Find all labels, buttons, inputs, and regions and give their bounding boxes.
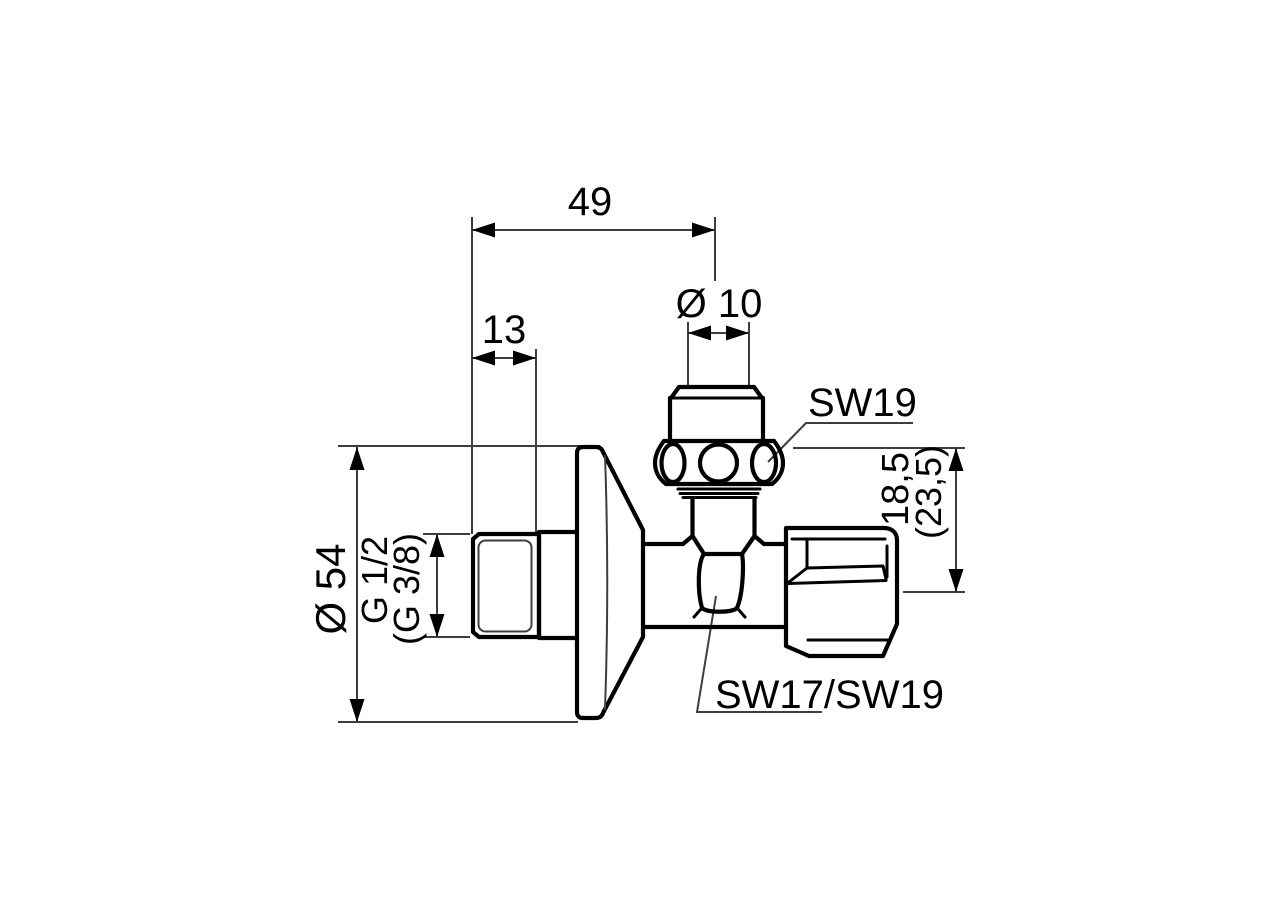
top-cap (667, 384, 766, 444)
valve-outline (470, 384, 900, 721)
outlet-connector (692, 551, 747, 619)
compression-nut (783, 525, 900, 659)
dim-49-label: 49 (568, 180, 613, 224)
thread-g12-label: G 1/2 (354, 536, 395, 624)
dim-13-label: 13 (482, 308, 527, 352)
washer-stack (676, 487, 762, 499)
thread-g38-label: (G 3/8) (386, 533, 427, 645)
dim-235-label: (23,5) (908, 445, 949, 539)
valve-body (641, 541, 789, 630)
knurled-ring (652, 438, 786, 487)
finger-hole-center (697, 442, 740, 484)
thread-core-line (477, 539, 533, 633)
sw17-sw19-label: SW17/SW19 (715, 673, 944, 717)
threaded-pipe (470, 531, 542, 640)
collar (536, 529, 580, 641)
flange-face-line (604, 454, 609, 711)
extension-lines (338, 217, 965, 723)
valve-neck (680, 495, 767, 557)
dimension-labels: 49 13 Ø 10 SW19 SW17/SW19 18,5 (23,5) Ø … (307, 180, 949, 717)
leader-sw17-sw19 (695, 595, 822, 713)
finger-hole-left (659, 441, 687, 485)
arrowheads (349, 222, 964, 722)
dim-dia54-label: Ø 54 (307, 543, 354, 634)
dim-185-label: 18,5 (875, 452, 917, 526)
dim-dia10-label: Ø 10 (676, 282, 763, 326)
wall-flange (574, 444, 646, 721)
finger-hole-right (749, 441, 779, 485)
sw19-label: SW19 (808, 381, 917, 425)
